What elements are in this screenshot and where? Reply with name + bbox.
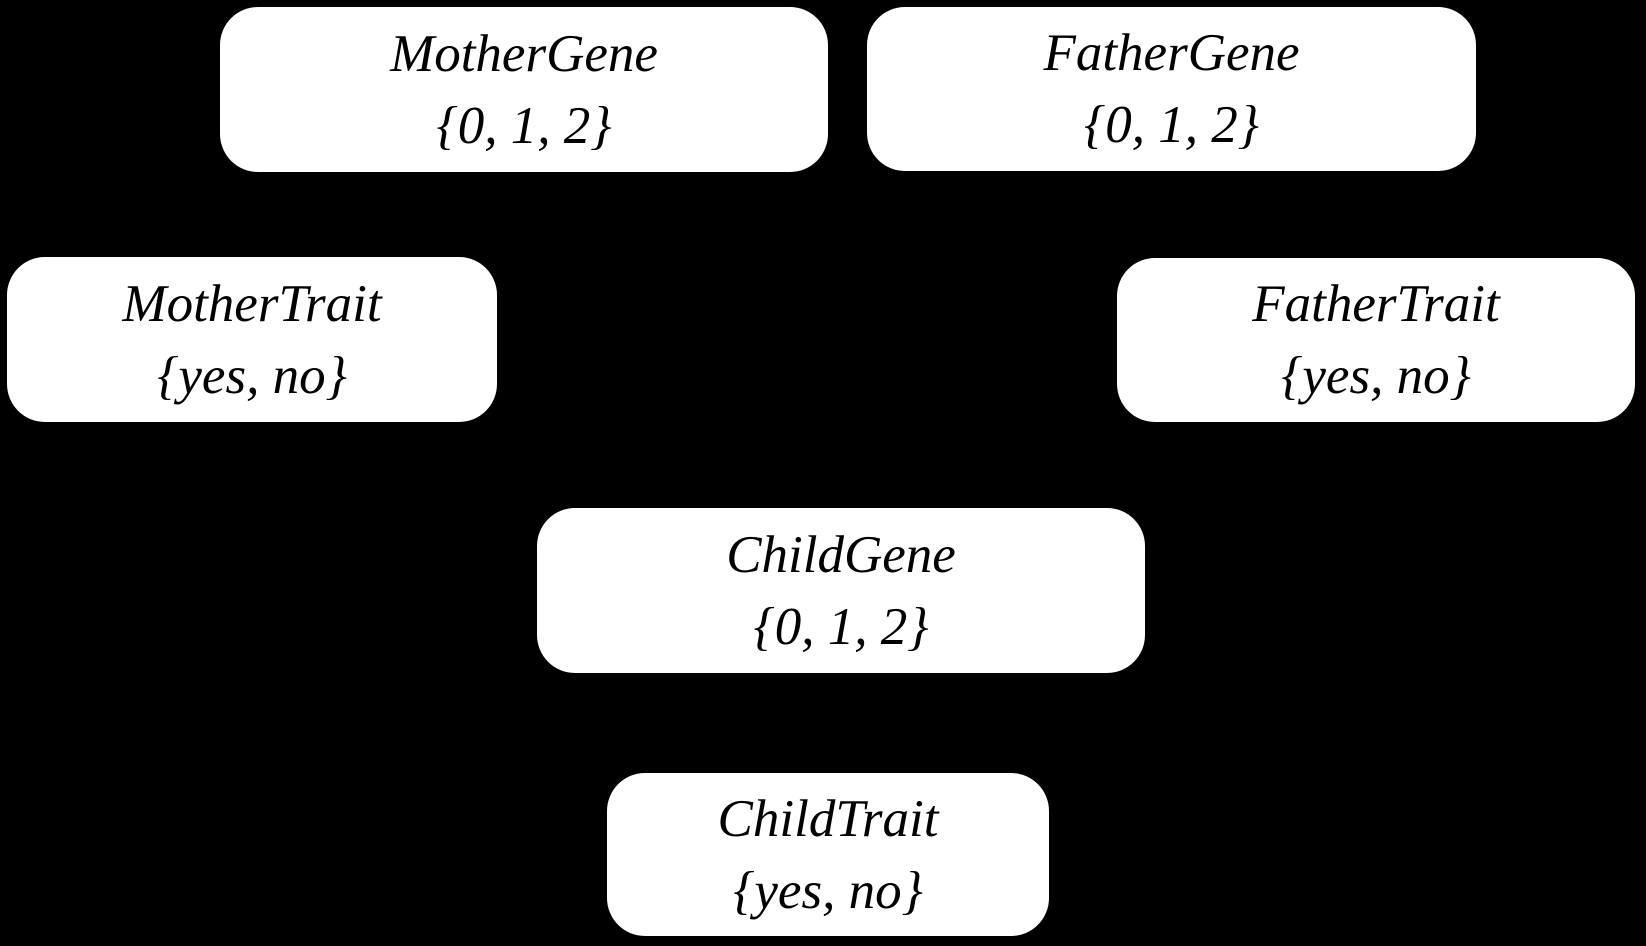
node-father-trait: FatherTrait {yes, no} <box>1117 258 1635 422</box>
node-child-gene-domain: {0, 1, 2} <box>753 597 929 656</box>
node-mother-trait-label: MotherTrait <box>122 274 382 333</box>
node-mother-gene-label: MotherGene <box>390 24 658 83</box>
node-mother-trait: MotherTrait {yes, no} <box>7 257 497 422</box>
node-mother-trait-domain: {yes, no} <box>157 346 347 405</box>
node-child-trait: ChildTrait {yes, no} <box>607 773 1049 936</box>
node-child-trait-domain: {yes, no} <box>733 861 923 920</box>
node-father-trait-domain: {yes, no} <box>1281 347 1471 405</box>
node-child-gene: ChildGene {0, 1, 2} <box>537 508 1145 673</box>
node-father-trait-label: FatherTrait <box>1252 275 1500 333</box>
node-father-gene-domain: {0, 1, 2} <box>1084 96 1259 154</box>
node-father-gene: FatherGene {0, 1, 2} <box>867 7 1476 171</box>
node-father-gene-label: FatherGene <box>1043 24 1300 82</box>
node-mother-gene: MotherGene {0, 1, 2} <box>220 7 828 172</box>
node-child-gene-label: ChildGene <box>726 525 956 584</box>
node-child-trait-label: ChildTrait <box>717 789 939 848</box>
node-mother-gene-domain: {0, 1, 2} <box>436 96 612 155</box>
